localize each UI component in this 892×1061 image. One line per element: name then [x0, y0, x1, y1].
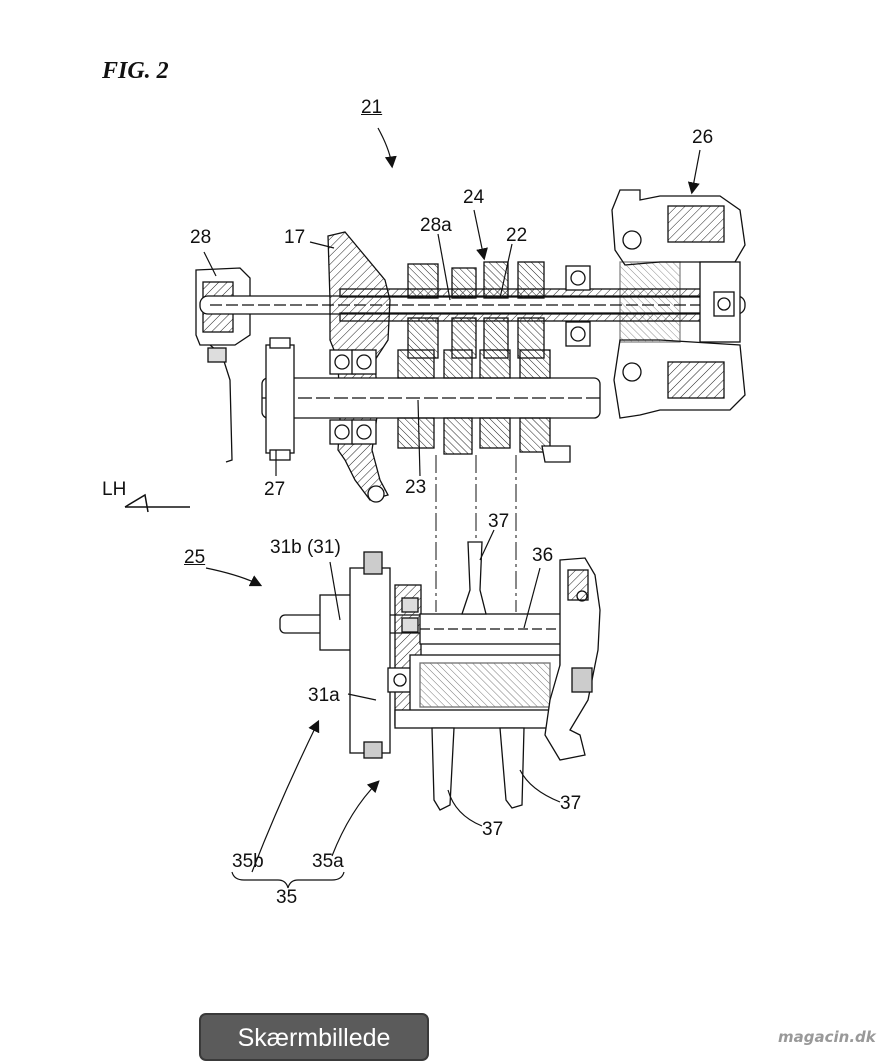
label-17: 17 [284, 228, 305, 247]
figure-title: FIG. 2 [102, 58, 169, 85]
label-37-bottom: 37 [482, 820, 503, 839]
label-21: 21 [361, 98, 382, 117]
label-24: 24 [463, 188, 484, 207]
label-31a: 31a [308, 686, 340, 705]
label-lh: LH [102, 480, 126, 499]
label-22: 22 [506, 226, 527, 245]
lh-direction-arrow [125, 495, 190, 512]
label-35b: 35b [232, 852, 264, 871]
upper-transmission-assembly [196, 190, 745, 502]
label-27: 27 [264, 480, 285, 499]
label-37-top: 37 [488, 512, 509, 531]
label-36: 36 [532, 546, 553, 565]
label-37-right: 37 [560, 794, 581, 813]
label-31b: 31b (31) [270, 538, 341, 557]
label-28: 28 [190, 228, 211, 247]
label-26: 26 [692, 128, 713, 147]
watermark: magacin.dk [778, 1028, 876, 1046]
label-35: 35 [276, 888, 297, 907]
label-28a: 28a [420, 216, 452, 235]
lower-shift-assembly [280, 542, 600, 810]
label-23: 23 [405, 478, 426, 497]
label-25: 25 [184, 548, 205, 567]
label-35a: 35a [312, 852, 344, 871]
